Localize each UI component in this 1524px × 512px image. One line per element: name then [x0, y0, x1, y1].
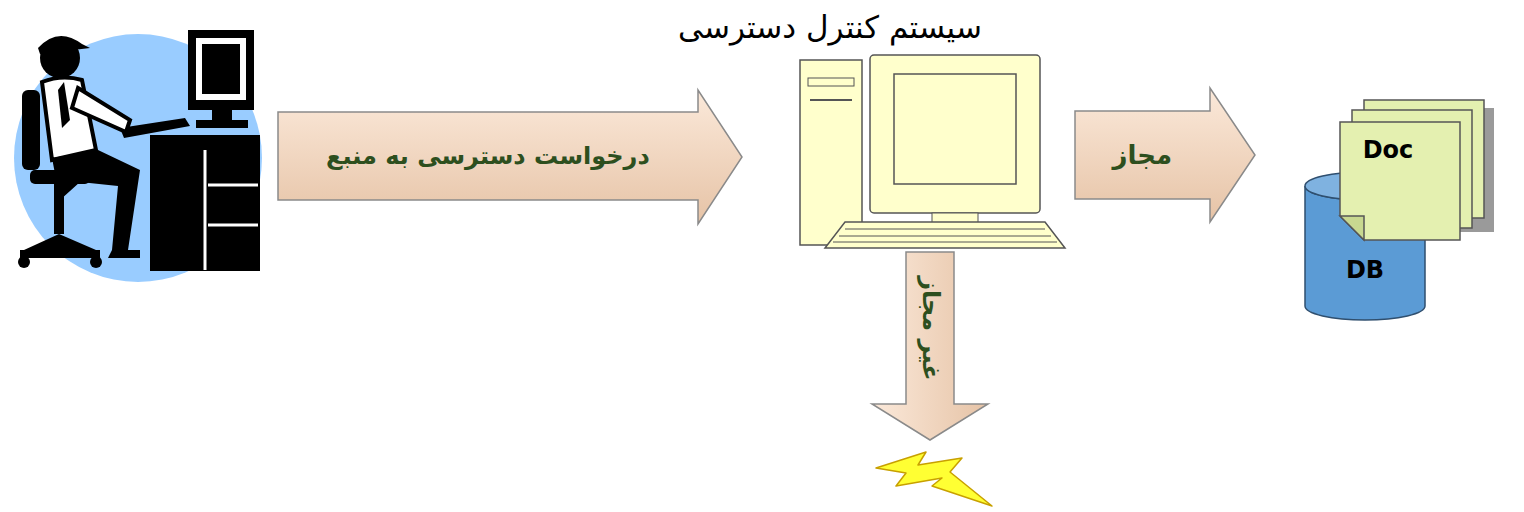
connector-label: مجاز: [1113, 140, 1173, 171]
denied-label: غیر مجاز: [916, 276, 945, 380]
system-title: سیستم کنترل دسترسی: [678, 9, 982, 46]
user-icon: [14, 30, 262, 282]
db-label: DB: [1346, 256, 1384, 285]
denied-arrow: [872, 252, 988, 440]
block-arrow-connector: [1075, 88, 1255, 222]
lightning-bolt: [876, 452, 992, 506]
doc-label: Doc: [1363, 136, 1414, 165]
document-stack: Doc: [1340, 100, 1500, 245]
request-arrow: [278, 90, 742, 224]
request-label: درخواست دسترسی به منبع: [326, 142, 650, 171]
access-control-system: سیستم کنترل دسترسی: [680, 0, 1075, 250]
document-stack-outline: [1340, 100, 1500, 245]
